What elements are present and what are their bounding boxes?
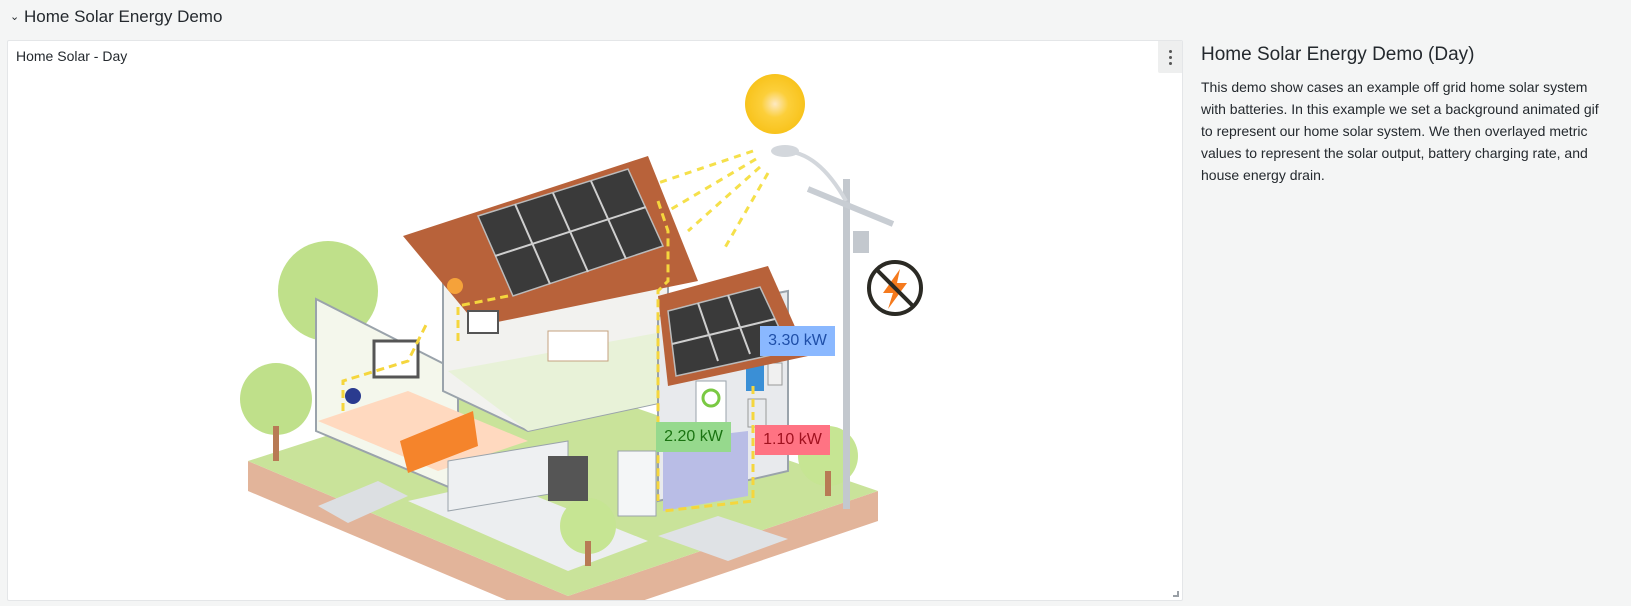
home-solar-panel: Home Solar - Day 3.30 kW 2.20 kW 1.10 kW xyxy=(7,40,1183,601)
description-heading: Home Solar Energy Demo (Day) xyxy=(1201,44,1475,65)
description-body: This demo show cases an example off grid… xyxy=(1201,79,1599,183)
row-header[interactable]: ⌄ Home Solar Energy Demo xyxy=(10,4,222,30)
no-grid-icon xyxy=(867,260,923,316)
resize-handle[interactable] xyxy=(1173,591,1179,597)
house-drain-metric: 1.10 kW xyxy=(755,425,830,455)
battery-charging-metric: 2.20 kW xyxy=(656,422,731,452)
solar-output-metric: 3.30 kW xyxy=(760,326,835,356)
kebab-menu-icon xyxy=(1168,49,1172,53)
panel-menu-button[interactable] xyxy=(1158,41,1182,73)
kebab-dot xyxy=(1168,55,1172,59)
panel-title: Home Solar - Day xyxy=(16,48,128,64)
description-panel: Home Solar Energy Demo (Day) This demo s… xyxy=(1201,44,1611,186)
row-title: Home Solar Energy Demo xyxy=(24,7,223,26)
kebab-dot xyxy=(1168,61,1172,65)
chevron-down-icon[interactable]: ⌄ xyxy=(10,10,20,23)
home-solar-illustration xyxy=(240,74,923,600)
